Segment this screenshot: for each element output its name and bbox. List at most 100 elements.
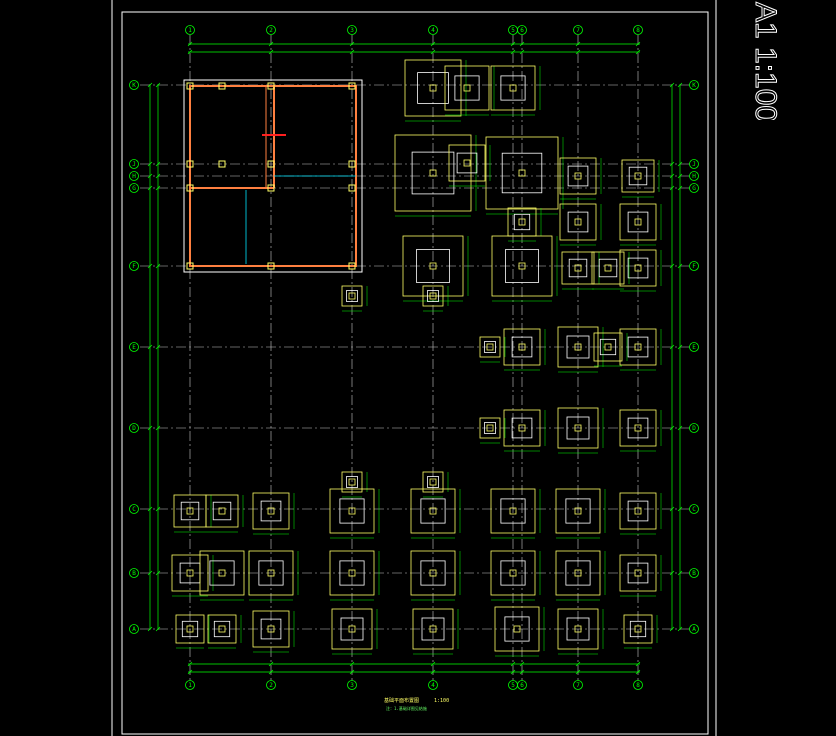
grid-bubble-row: C <box>129 504 139 514</box>
footing-pedestal <box>454 75 480 101</box>
bubble-circle <box>129 159 139 169</box>
footing-outline <box>341 471 363 493</box>
footing-column <box>513 625 521 633</box>
dimension-tick <box>155 344 161 350</box>
bubble-circle <box>689 171 699 181</box>
pit-outer-wall <box>183 79 363 273</box>
column-footing <box>490 65 541 116</box>
dimension-tick <box>187 49 193 55</box>
grid-bubble-row: H <box>129 171 139 181</box>
footing-pedestal <box>346 476 358 488</box>
dimension-tick <box>677 173 683 179</box>
dimension-tick <box>677 82 683 88</box>
dimension-tick <box>430 49 436 55</box>
column-footing <box>557 407 604 454</box>
footing-outline <box>490 488 536 534</box>
footing-column <box>574 569 582 577</box>
dimension-tick <box>268 41 274 47</box>
dimension-tick <box>155 570 161 576</box>
footing-outline <box>619 328 657 366</box>
footing-outline <box>171 554 209 592</box>
dimension-tick <box>155 161 161 167</box>
column-footing <box>207 614 242 649</box>
footing-outline <box>422 471 444 493</box>
pit-column <box>218 82 226 90</box>
column-footing <box>619 203 662 246</box>
column-footing <box>494 606 545 657</box>
footing-column <box>429 478 437 486</box>
footing-pedestal <box>484 341 496 353</box>
dimension-tick <box>635 41 641 47</box>
grid-bubble-col: 3 <box>347 680 357 690</box>
column-footing <box>479 417 506 444</box>
grid-bubble-col: 4 <box>428 25 438 35</box>
bubble-label: 4 <box>431 27 435 34</box>
dimension-tick <box>510 661 516 667</box>
footing-column <box>463 159 471 167</box>
column-footing <box>479 336 506 363</box>
dimension-tick <box>575 49 581 55</box>
pit-column <box>186 184 194 192</box>
bubble-label: B <box>132 570 136 577</box>
footing-pedestal <box>598 258 618 278</box>
bubble-label: H <box>132 173 136 180</box>
footing-pedestal <box>420 560 446 586</box>
grid-bubble-row: A <box>689 624 699 634</box>
footing-outline <box>555 550 601 596</box>
dimension-tick <box>147 425 153 431</box>
footing-column <box>348 292 356 300</box>
footing-outline <box>621 159 655 193</box>
footing-column <box>634 218 642 226</box>
dimension-tick <box>677 626 683 632</box>
bubble-circle <box>517 25 527 35</box>
footing-pedestal <box>566 416 590 440</box>
dimension-tick <box>349 661 355 667</box>
footing-outline <box>619 409 657 447</box>
dimension-tick <box>519 669 525 675</box>
footing-pedestal <box>628 166 648 186</box>
footing-pedestal <box>565 560 591 586</box>
footing-column <box>186 507 194 515</box>
bubble-label: D <box>692 425 696 432</box>
bubble-circle <box>689 183 699 193</box>
column-footing <box>557 608 604 655</box>
bubble-label: 8 <box>636 27 640 34</box>
footing-pedestal <box>627 417 649 439</box>
bubble-label: J <box>132 161 136 168</box>
footing-outline <box>503 409 541 447</box>
dimension-tick <box>268 49 274 55</box>
plan-caption-title: 基础平面布置图 1:100 <box>384 697 449 704</box>
footing-column <box>348 569 356 577</box>
footing-pedestal <box>484 422 496 434</box>
footing-outline <box>341 285 363 307</box>
footing-column <box>348 478 356 486</box>
bubble-circle <box>129 624 139 634</box>
bubble-label: C <box>132 506 136 513</box>
grid-bubble-col: 3 <box>347 25 357 35</box>
dimension-tick <box>519 661 525 667</box>
footing-column <box>429 169 437 177</box>
column-footing <box>252 492 295 535</box>
footing-column <box>429 507 437 515</box>
plan-caption-note: 注：1.基础详图见结施 <box>386 706 427 711</box>
grid-bubble-row: G <box>129 183 139 193</box>
footing-column <box>486 424 494 432</box>
bubble-circle <box>517 680 527 690</box>
footing-outline <box>491 235 553 297</box>
bubble-label: 6 <box>520 682 524 689</box>
footing-pedestal <box>340 617 364 641</box>
footing-pedestal <box>567 211 589 233</box>
column-footing <box>173 494 212 533</box>
bubble-label: 5 <box>511 682 515 689</box>
column-footing <box>491 235 558 302</box>
column-footing <box>561 251 600 290</box>
footing-outline <box>490 65 536 111</box>
column-footing <box>422 285 449 312</box>
footing-column <box>218 507 226 515</box>
footing-column <box>509 569 517 577</box>
bubble-label: 7 <box>576 27 580 34</box>
tank-pit-outline <box>183 79 363 273</box>
column-footing <box>485 136 564 215</box>
bubble-circle <box>129 504 139 514</box>
footing-pedestal <box>504 616 530 642</box>
